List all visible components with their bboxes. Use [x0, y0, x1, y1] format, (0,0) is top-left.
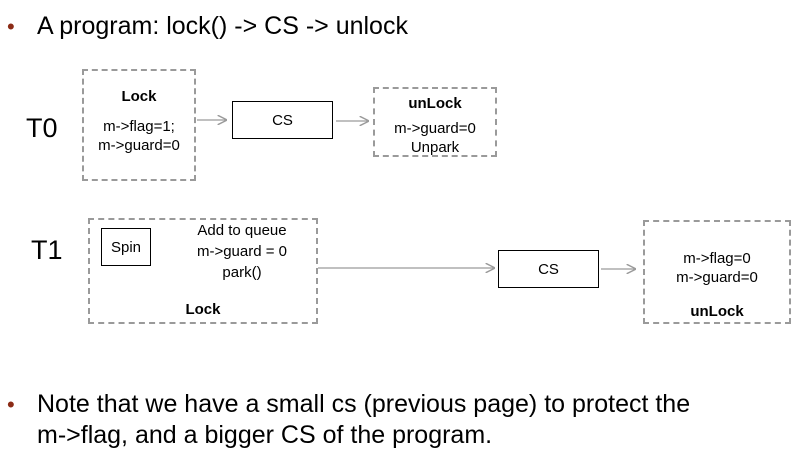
t0-unlock-line2: Unpark [410, 139, 460, 156]
t0-cs-label: CS [272, 111, 293, 129]
t0-lock-box [82, 69, 196, 181]
t1-lock-line3: park() [222, 264, 262, 281]
t1-lock-box [88, 218, 318, 324]
t1-unlock-box [643, 220, 791, 324]
t1-lock-line2: m->guard = 0 [196, 243, 288, 260]
t1-lock-line1: Add to queue [197, 222, 287, 239]
t1-label: T1 [31, 235, 63, 265]
t0-lock-title: Lock [121, 88, 157, 105]
t0-lock-line1: m->flag=1; [103, 118, 175, 135]
note-bullet-line1: Note that we have a small cs (previous p… [37, 390, 691, 418]
t1-spin-box: Spin [101, 228, 151, 266]
t0-unlock-title: unLock [408, 95, 462, 112]
intro-bullet-text: A program: lock() -> CS -> unlock [37, 12, 408, 40]
t0-unlock-line1: m->guard=0 [394, 120, 476, 137]
t0-unlock-box [373, 87, 497, 157]
t0-cs-box: CS [232, 101, 333, 139]
t1-unlock-title: unLock [690, 303, 744, 320]
t0-lock-line2: m->guard=0 [98, 137, 180, 154]
t0-label: T0 [26, 113, 58, 143]
t1-cs-label: CS [538, 260, 559, 278]
t1-lock-title: Lock [185, 301, 221, 318]
note-bullet-line2: m->flag, and a bigger CS of the program. [37, 421, 493, 449]
bullet-icon: • [7, 392, 15, 417]
bullet-icon: • [7, 14, 15, 39]
t1-unlock-line2: m->guard=0 [676, 269, 758, 286]
t1-spin-label: Spin [110, 238, 142, 256]
t1-cs-box: CS [498, 250, 599, 288]
t1-unlock-line1: m->flag=0 [683, 250, 751, 267]
